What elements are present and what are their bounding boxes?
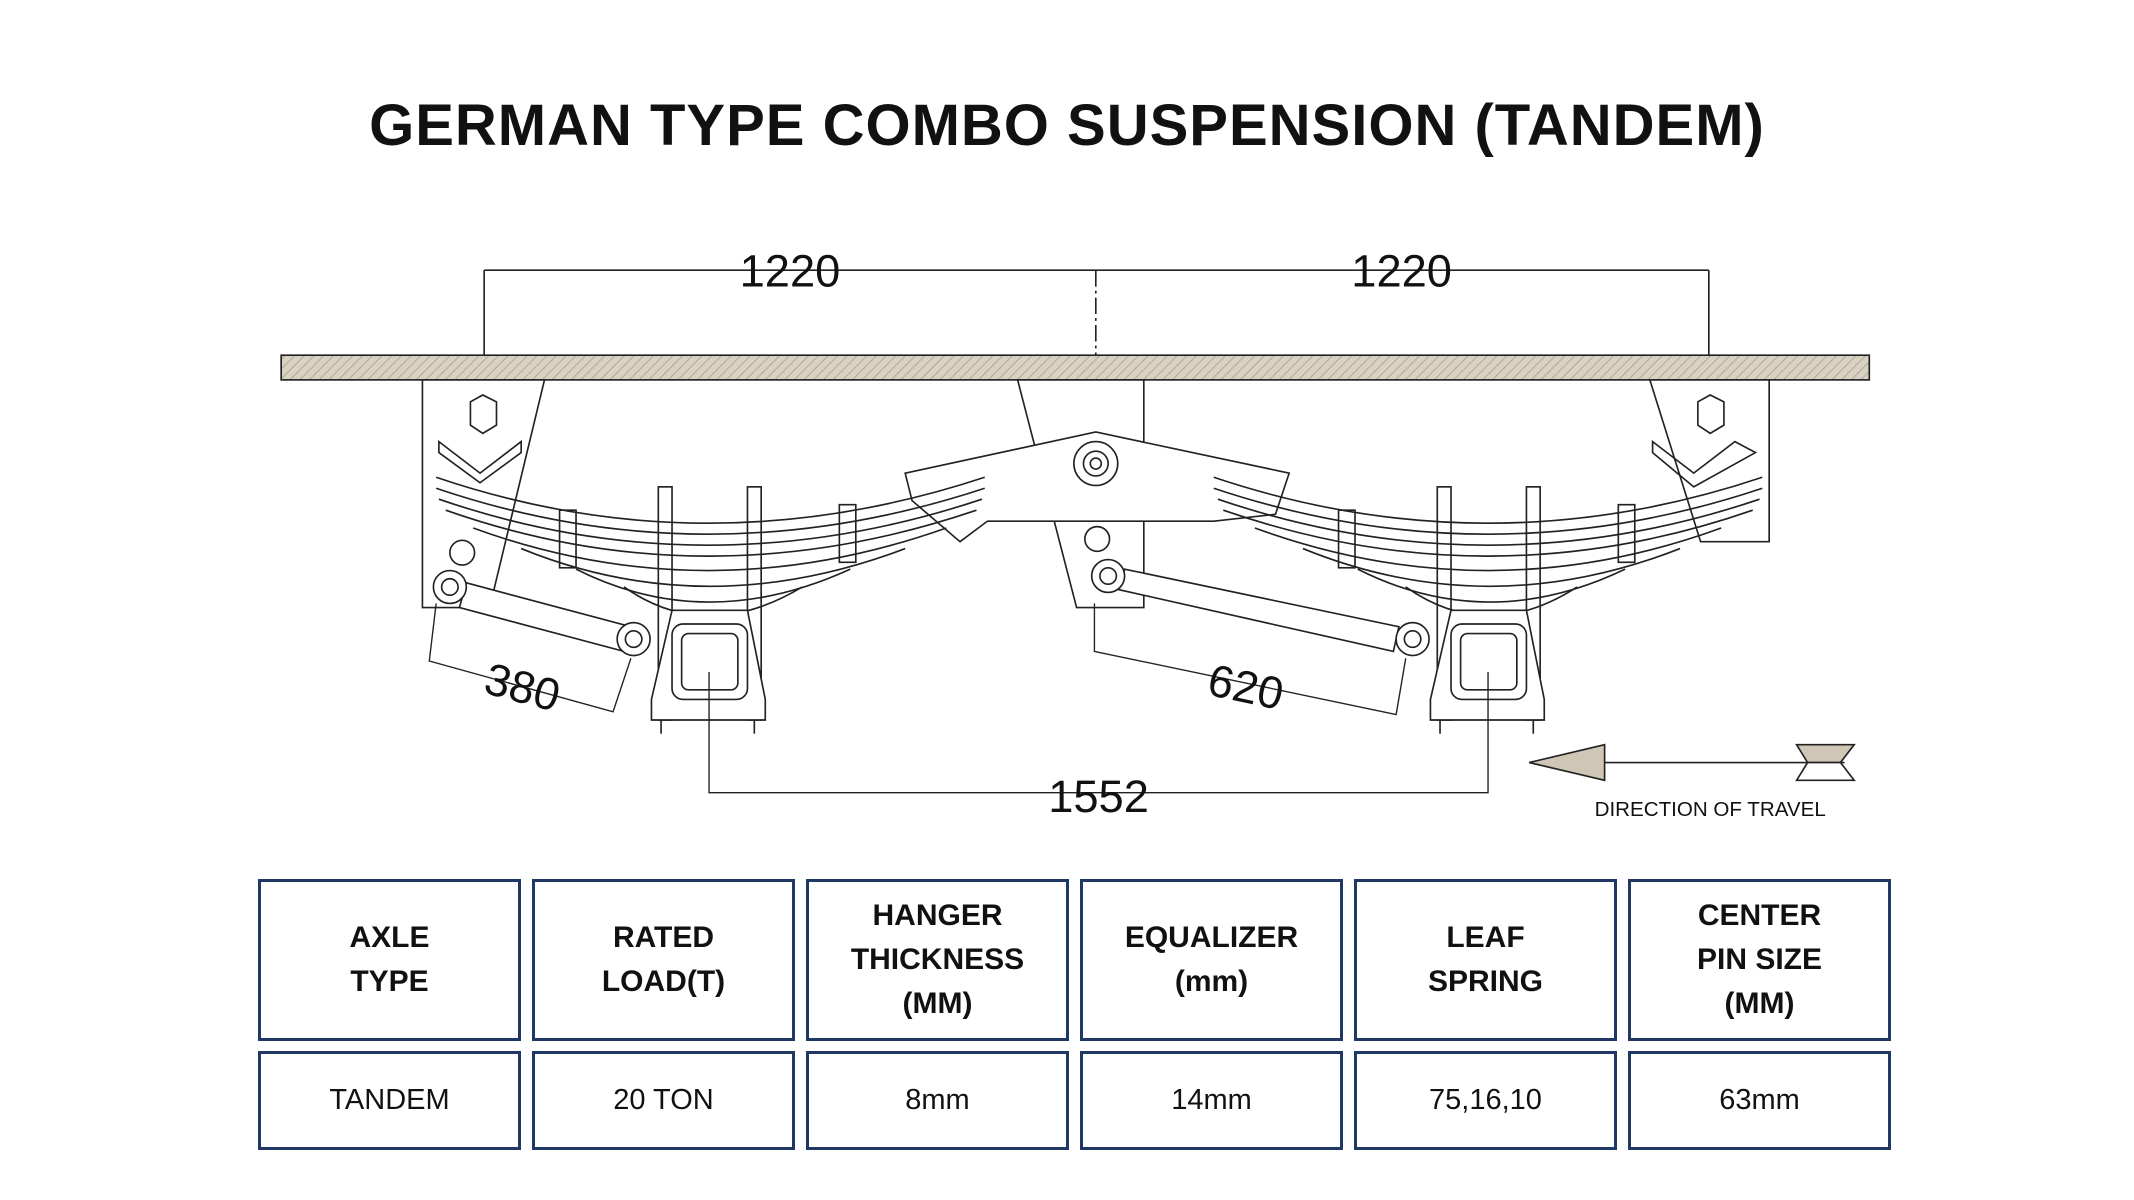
header-leaf-spring: LEAF SPRING <box>1354 879 1617 1041</box>
axle-front <box>650 486 767 734</box>
dim-label-1220-left: 1220 <box>740 246 841 297</box>
dimension-lines-lower <box>428 603 1489 794</box>
dim-label-620: 620 <box>1204 654 1288 720</box>
dim-label-380: 380 <box>479 653 565 722</box>
page-title: GERMAN TYPE COMBO SUSPENSION (TANDEM) <box>369 93 1765 158</box>
dim-label-1220-right: 1220 <box>1351 246 1452 297</box>
header-center-pin-size: CENTER PIN SIZE (MM) <box>1628 879 1891 1041</box>
direction-arrow-icon <box>1528 743 1856 782</box>
dim-label-1552: 1552 <box>1048 771 1149 822</box>
torque-rod-front <box>432 569 651 657</box>
torque-rod-rear <box>1090 558 1430 657</box>
header-rated-load: RATED LOAD(T) <box>532 879 795 1041</box>
header-equalizer: EQUALIZER (mm) <box>1080 879 1343 1041</box>
header-axle-type: AXLE TYPE <box>258 879 521 1041</box>
header-hanger-thickness: HANGER THICKNESS (MM) <box>806 879 1069 1041</box>
equalizer <box>904 431 1291 543</box>
spec-table-header: AXLE TYPE RATED LOAD(T) HANGER THICKNESS… <box>258 879 1894 1041</box>
bolt-icon <box>469 394 498 435</box>
spec-table: AXLE TYPE RATED LOAD(T) HANGER THICKNESS… <box>258 879 1894 1160</box>
value-rated-load: 20 TON <box>532 1051 795 1150</box>
value-leaf-spring: 75,16,10 <box>1354 1051 1617 1150</box>
value-equalizer: 14mm <box>1080 1051 1343 1150</box>
bolt-icon <box>1697 394 1725 435</box>
axle-rear <box>1429 486 1546 734</box>
value-axle-type: TANDEM <box>258 1051 521 1150</box>
value-center-pin-size: 63mm <box>1628 1051 1891 1150</box>
leaf-spring-front <box>435 476 985 617</box>
value-hanger-thickness: 8mm <box>806 1051 1069 1150</box>
leaf-spring-rear <box>1213 476 1763 617</box>
spec-table-values: TANDEM 20 TON 8mm 14mm 75,16,10 63mm <box>258 1051 1894 1150</box>
direction-label: DIRECTION OF TRAVEL <box>1595 798 1826 821</box>
chassis-frame <box>280 354 1871 381</box>
